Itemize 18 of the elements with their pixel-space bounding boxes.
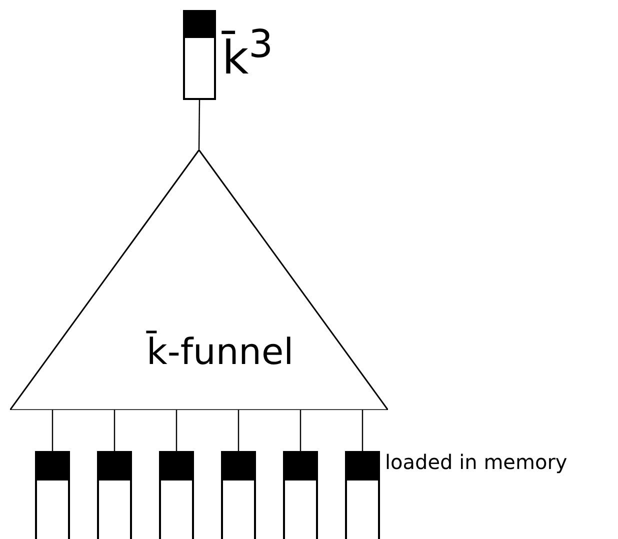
connector-line [238,410,240,451]
connector-line [300,410,302,451]
connector-line [198,100,200,150]
connector-line [52,410,54,451]
connector-line [362,410,364,451]
buffer-bar [97,451,132,539]
connector-line [176,410,178,451]
buffer-bar [345,451,380,539]
connector-line [114,410,116,451]
buffer-bar [283,451,318,539]
buffer-bar [221,451,256,539]
funnel-triangle [10,150,388,410]
funnel-label: k̄-funnel [146,332,294,372]
buffer-label: k̄$^{3}$ [222,22,274,84]
buffer-bar [183,10,216,100]
buffer-label: loaded in memory [385,450,568,474]
buffer-bar [159,451,194,539]
buffer-bar [35,451,70,539]
